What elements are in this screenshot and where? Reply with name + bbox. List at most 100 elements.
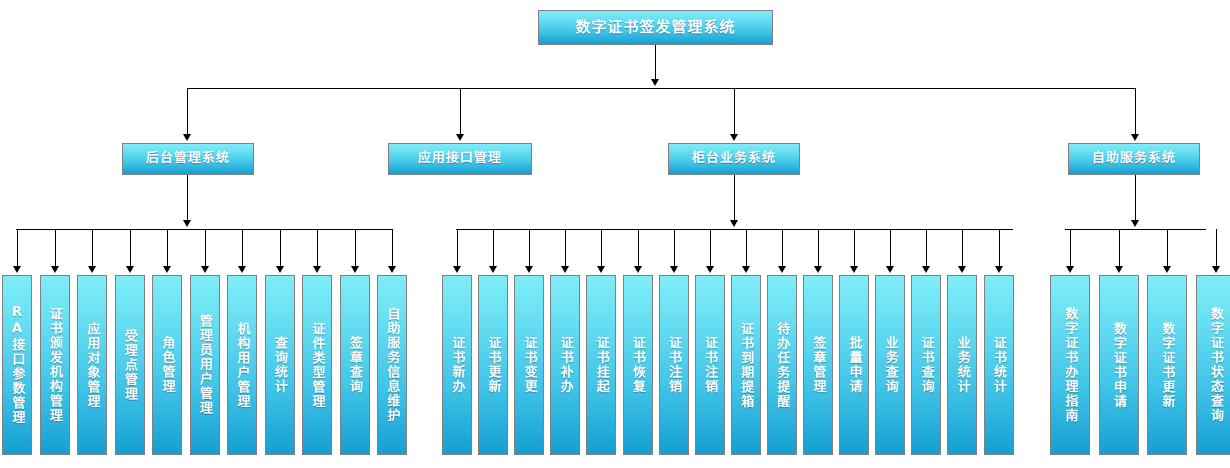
leaf-backend-4[interactable]: 角色管理: [152, 275, 182, 455]
leaf-counter-label-9: 待办任务提醒: [774, 321, 790, 409]
leaf-backend-connector-8: [317, 229, 318, 267]
leaf-counter-connector-13: [926, 229, 928, 267]
leaf-counter-15[interactable]: 证书统计: [983, 275, 1014, 455]
leaf-backend-label-10: 自助服务信息维护: [384, 307, 400, 423]
leaf-selfservice-2[interactable]: 数字证书更新: [1147, 275, 1187, 455]
leaf-backend-6[interactable]: 机构用户管理: [227, 275, 257, 455]
connector-drop-counter: [734, 88, 735, 136]
leaf-counter-connector-10: [818, 229, 819, 267]
root-node[interactable]: 数字证书签发管理系统: [538, 10, 773, 45]
connector-counter-stem-arrow: [730, 220, 738, 227]
leaf-counter-label-0: 证书新办: [449, 336, 465, 394]
leaf-counter-7[interactable]: 证书注销: [694, 275, 725, 455]
leaf-backend-connector-3: [129, 229, 131, 267]
leaf-counter-label-11: 批量申请: [846, 336, 862, 394]
branch-node-backend[interactable]: 后台管理系统: [122, 143, 254, 175]
leaf-selfservice-label-2: 数字证书更新: [1159, 321, 1175, 409]
leaf-counter-12[interactable]: 业务查询: [875, 275, 906, 455]
leaf-backend-label-3: 受理点管理: [122, 328, 137, 402]
leaf-selfservice-0[interactable]: 数字证书办理指南: [1050, 275, 1090, 455]
leaf-counter-connector-arrow-9: [777, 266, 786, 273]
leaf-backend-3[interactable]: 受理点管理: [114, 275, 145, 455]
leaf-counter-connector-6: [673, 229, 675, 267]
leaf-counter-connector-8: [745, 229, 747, 267]
connector-selfservice-bus: [1065, 229, 1206, 230]
connector-drop-backend-arrow: [183, 134, 191, 141]
branch-node-selfservice-label: 自助服务系统: [1091, 151, 1176, 167]
connector-backend-stem-arrow: [183, 220, 191, 227]
leaf-selfservice-connector-0: [1070, 229, 1071, 267]
leaf-counter-connector-arrow-11: [850, 266, 859, 273]
connector-drop-api: [460, 88, 461, 136]
leaf-backend-5[interactable]: 管理员用户管理: [189, 275, 220, 455]
leaf-backend-connector-arrow-10: [388, 266, 396, 273]
leaf-counter-9[interactable]: 待办任务提醒: [766, 275, 797, 455]
leaf-backend-8[interactable]: 证件类型管理: [302, 275, 332, 455]
leaf-backend-label-8: 证件类型管理: [309, 321, 325, 409]
leaf-counter-connector-arrow-6: [669, 266, 678, 273]
leaf-backend-connector-arrow-4: [163, 266, 171, 273]
leaf-backend-1[interactable]: 证书颁发机构管理: [39, 275, 70, 455]
leaf-counter-13[interactable]: 证书查询: [911, 275, 942, 455]
leaf-counter-label-12: 业务查询: [882, 336, 898, 394]
leaf-backend-connector-5: [204, 229, 206, 267]
leaf-selfservice-connector-arrow-3: [1211, 266, 1220, 273]
leaf-counter-4[interactable]: 证书挂起: [586, 275, 617, 455]
leaf-counter-label-8: 证书到期提箱: [738, 321, 754, 409]
leaf-backend-connector-arrow-8: [313, 266, 321, 273]
leaf-counter-label-1: 证书更新: [485, 336, 501, 394]
leaf-counter-label-15: 证书统计: [991, 336, 1006, 394]
leaf-backend-label-9: 签章查询: [347, 336, 362, 394]
connector-backend-stem: [187, 175, 188, 222]
leaf-counter-1[interactable]: 证书更新: [478, 275, 509, 455]
leaf-counter-connector-14: [962, 229, 964, 267]
connector-level2-bus: [187, 88, 1135, 89]
branch-node-api[interactable]: 应用接口管理: [388, 143, 532, 175]
connector-drop-api-arrow: [456, 134, 464, 141]
leaf-backend-label-1: 证书颁发机构管理: [47, 307, 62, 423]
connector-drop-counter-arrow: [730, 134, 738, 141]
leaf-backend-connector-arrow-6: [238, 266, 246, 273]
leaf-counter-2[interactable]: 证书变更: [514, 275, 545, 455]
leaf-backend-connector-9: [354, 229, 356, 267]
leaf-backend-2[interactable]: 应用对象管理: [77, 275, 107, 455]
leaf-backend-0[interactable]: RA接口参数管理: [2, 275, 32, 455]
leaf-counter-11[interactable]: 批量申请: [839, 275, 870, 455]
leaf-counter-connector-arrow-15: [994, 266, 1003, 273]
leaf-counter-label-14: 业务统计: [954, 336, 970, 394]
leaf-counter-3[interactable]: 证书补办: [550, 275, 581, 455]
leaf-backend-9[interactable]: 签章查询: [339, 275, 370, 455]
leaf-selfservice-3[interactable]: 数字证书状态查询: [1195, 275, 1230, 455]
branch-node-counter-label: 柜台业务系统: [691, 151, 776, 167]
leaf-counter-10[interactable]: 签章管理: [803, 275, 833, 455]
leaf-counter-5[interactable]: 证书恢复: [622, 275, 653, 455]
leaf-counter-connector-arrow-2: [525, 266, 534, 273]
connector-drop-backend: [187, 88, 188, 136]
leaf-backend-label-7: 查询统计: [272, 336, 287, 394]
branch-node-counter[interactable]: 柜台业务系统: [668, 143, 800, 175]
leaf-counter-connector-12: [890, 229, 892, 267]
leaf-counter-connector-7: [709, 229, 711, 267]
leaf-backend-connector-arrow-0: [13, 266, 21, 273]
branch-node-selfservice[interactable]: 自助服务系统: [1068, 143, 1200, 175]
leaf-backend-connector-4: [167, 229, 168, 267]
leaf-backend-connector-6: [242, 229, 243, 267]
leaf-counter-connector-5: [637, 229, 639, 267]
connector-drop-selfservice-arrow: [1131, 134, 1139, 141]
leaf-selfservice-label-0: 数字证书办理指南: [1062, 307, 1078, 423]
leaf-counter-8[interactable]: 证书到期提箱: [730, 275, 761, 455]
leaf-selfservice-label-3: 数字证书状态查询: [1208, 307, 1223, 423]
leaf-backend-10[interactable]: 自助服务信息维护: [377, 275, 407, 455]
leaf-selfservice-connector-3: [1215, 229, 1217, 267]
leaf-counter-0[interactable]: 证书新办: [442, 275, 472, 455]
connector-backend-bus: [16, 229, 392, 230]
leaf-selfservice-1[interactable]: 数字证书申请: [1098, 275, 1139, 455]
leaf-counter-label-2: 证书变更: [521, 336, 537, 394]
leaf-selfservice-connector-1: [1118, 229, 1120, 267]
leaf-counter-connector-arrow-12: [886, 266, 895, 273]
leaf-backend-7[interactable]: 查询统计: [264, 275, 295, 455]
leaf-counter-14[interactable]: 业务统计: [947, 275, 978, 455]
leaf-counter-6[interactable]: 证书注销: [658, 275, 689, 455]
leaf-backend-connector-10: [392, 229, 393, 267]
